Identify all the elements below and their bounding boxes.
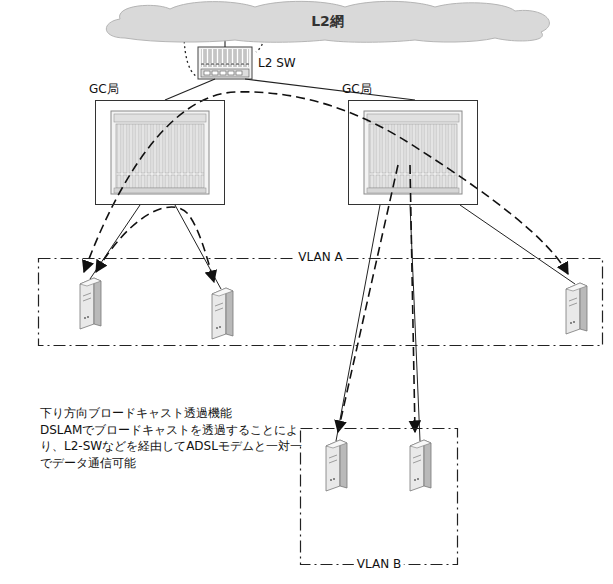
connector-line (165, 79, 215, 100)
cloud-label: L2網 (311, 12, 344, 30)
modem-icon (326, 440, 347, 491)
broadcast-path (84, 92, 568, 432)
vlan-node: VLAN B (300, 428, 458, 565)
sw-node: L2 SW (196, 47, 306, 79)
gc-node: GC局 (348, 100, 478, 205)
note-text: DSLAMでブロードキャストを透過することにより、L2-SWなどを経由してADS… (40, 422, 304, 471)
gc-label: GC局 (89, 82, 119, 98)
vlan-node: VLAN A (38, 258, 603, 346)
note-text: 下り方向ブロードキャスト透過機能 (40, 405, 310, 421)
modem-icon (410, 440, 431, 491)
modem-icon (566, 283, 587, 334)
wire (90, 205, 575, 441)
vlan-boundary (300, 428, 458, 565)
cloud-node: L2網 (95, 0, 560, 42)
modem-icon (80, 278, 101, 329)
sw-label: L2 SW (258, 56, 296, 72)
modem-icon (212, 288, 233, 339)
gc-label: GC局 (342, 82, 372, 98)
gc-node: GC局 (95, 100, 225, 205)
connector-line (245, 79, 415, 100)
switch-icon (198, 47, 252, 79)
vlan-label: VLAN B (354, 557, 404, 573)
vlan-label: VLAN A (295, 250, 345, 266)
vlan-boundary (38, 258, 603, 346)
rack-icon (364, 111, 462, 194)
